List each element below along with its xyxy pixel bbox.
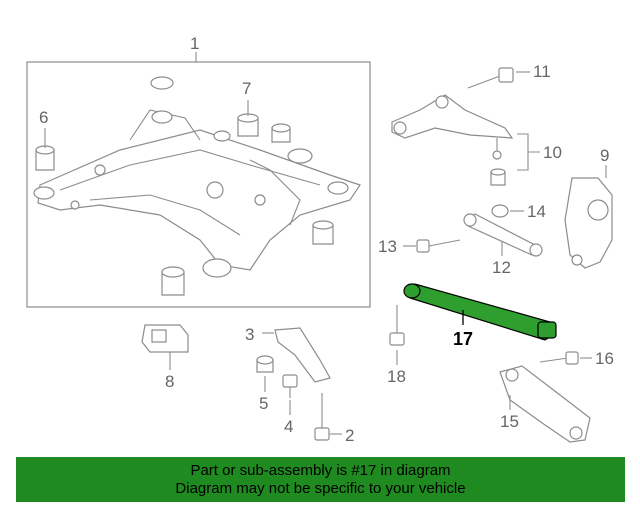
callout-15: 15 [500, 412, 519, 431]
bracket-8[interactable] [141, 324, 189, 353]
subframe-box [26, 61, 371, 308]
info-banner: Part or sub-assembly is #17 in diagram D… [16, 457, 625, 502]
callout-2: 2 [345, 426, 355, 445]
bolt-16[interactable] [539, 351, 579, 365]
bushing-6[interactable] [35, 145, 55, 171]
parts-diagram [26, 52, 613, 443]
bolt-2[interactable] [314, 393, 330, 441]
callout-18: 18 [387, 367, 406, 386]
lower-arm-15[interactable] [499, 365, 591, 443]
bushing-lower-left[interactable] [161, 266, 185, 296]
callout-11: 11 [533, 62, 551, 81]
banner-line-1: Part or sub-assembly is #17 in diagram [190, 461, 451, 479]
bushing-14[interactable] [491, 204, 509, 218]
callout-6: 6 [39, 108, 49, 127]
knuckle-9[interactable] [564, 177, 613, 269]
bushing-7-group[interactable] [237, 113, 291, 143]
bolt-11[interactable] [467, 67, 514, 89]
link-12[interactable] [463, 213, 543, 257]
small-bushing[interactable] [213, 130, 231, 142]
bolt-13[interactable] [416, 239, 461, 253]
banner-line-2: Diagram may not be specific to your vehi… [175, 479, 466, 497]
callout-7: 7 [242, 79, 252, 98]
callout-5: 5 [259, 394, 269, 413]
bolt-18[interactable] [389, 305, 405, 346]
callout-12: 12 [492, 258, 511, 277]
bushing-right[interactable] [312, 220, 334, 245]
callout-4: 4 [284, 417, 294, 436]
callout-8: 8 [165, 372, 175, 391]
callout-1: 1 [190, 34, 200, 53]
upper-control-arm-10[interactable] [391, 94, 514, 186]
subframe-part[interactable] [33, 109, 361, 278]
arm-17-highlighted[interactable] [403, 283, 557, 341]
bolt-4[interactable] [282, 374, 298, 398]
washer-5[interactable] [256, 355, 274, 373]
callout-10: 10 [543, 143, 562, 162]
callout-3: 3 [245, 325, 255, 344]
mount-washer-right[interactable] [287, 148, 313, 164]
callout-9: 9 [600, 146, 610, 165]
callout-16: 16 [595, 349, 614, 368]
mount-washer[interactable] [150, 76, 174, 90]
callout-17: 17 [453, 329, 474, 349]
callout-13: 13 [378, 237, 397, 256]
callout-14: 14 [527, 202, 546, 221]
bracket-3[interactable] [274, 327, 331, 383]
